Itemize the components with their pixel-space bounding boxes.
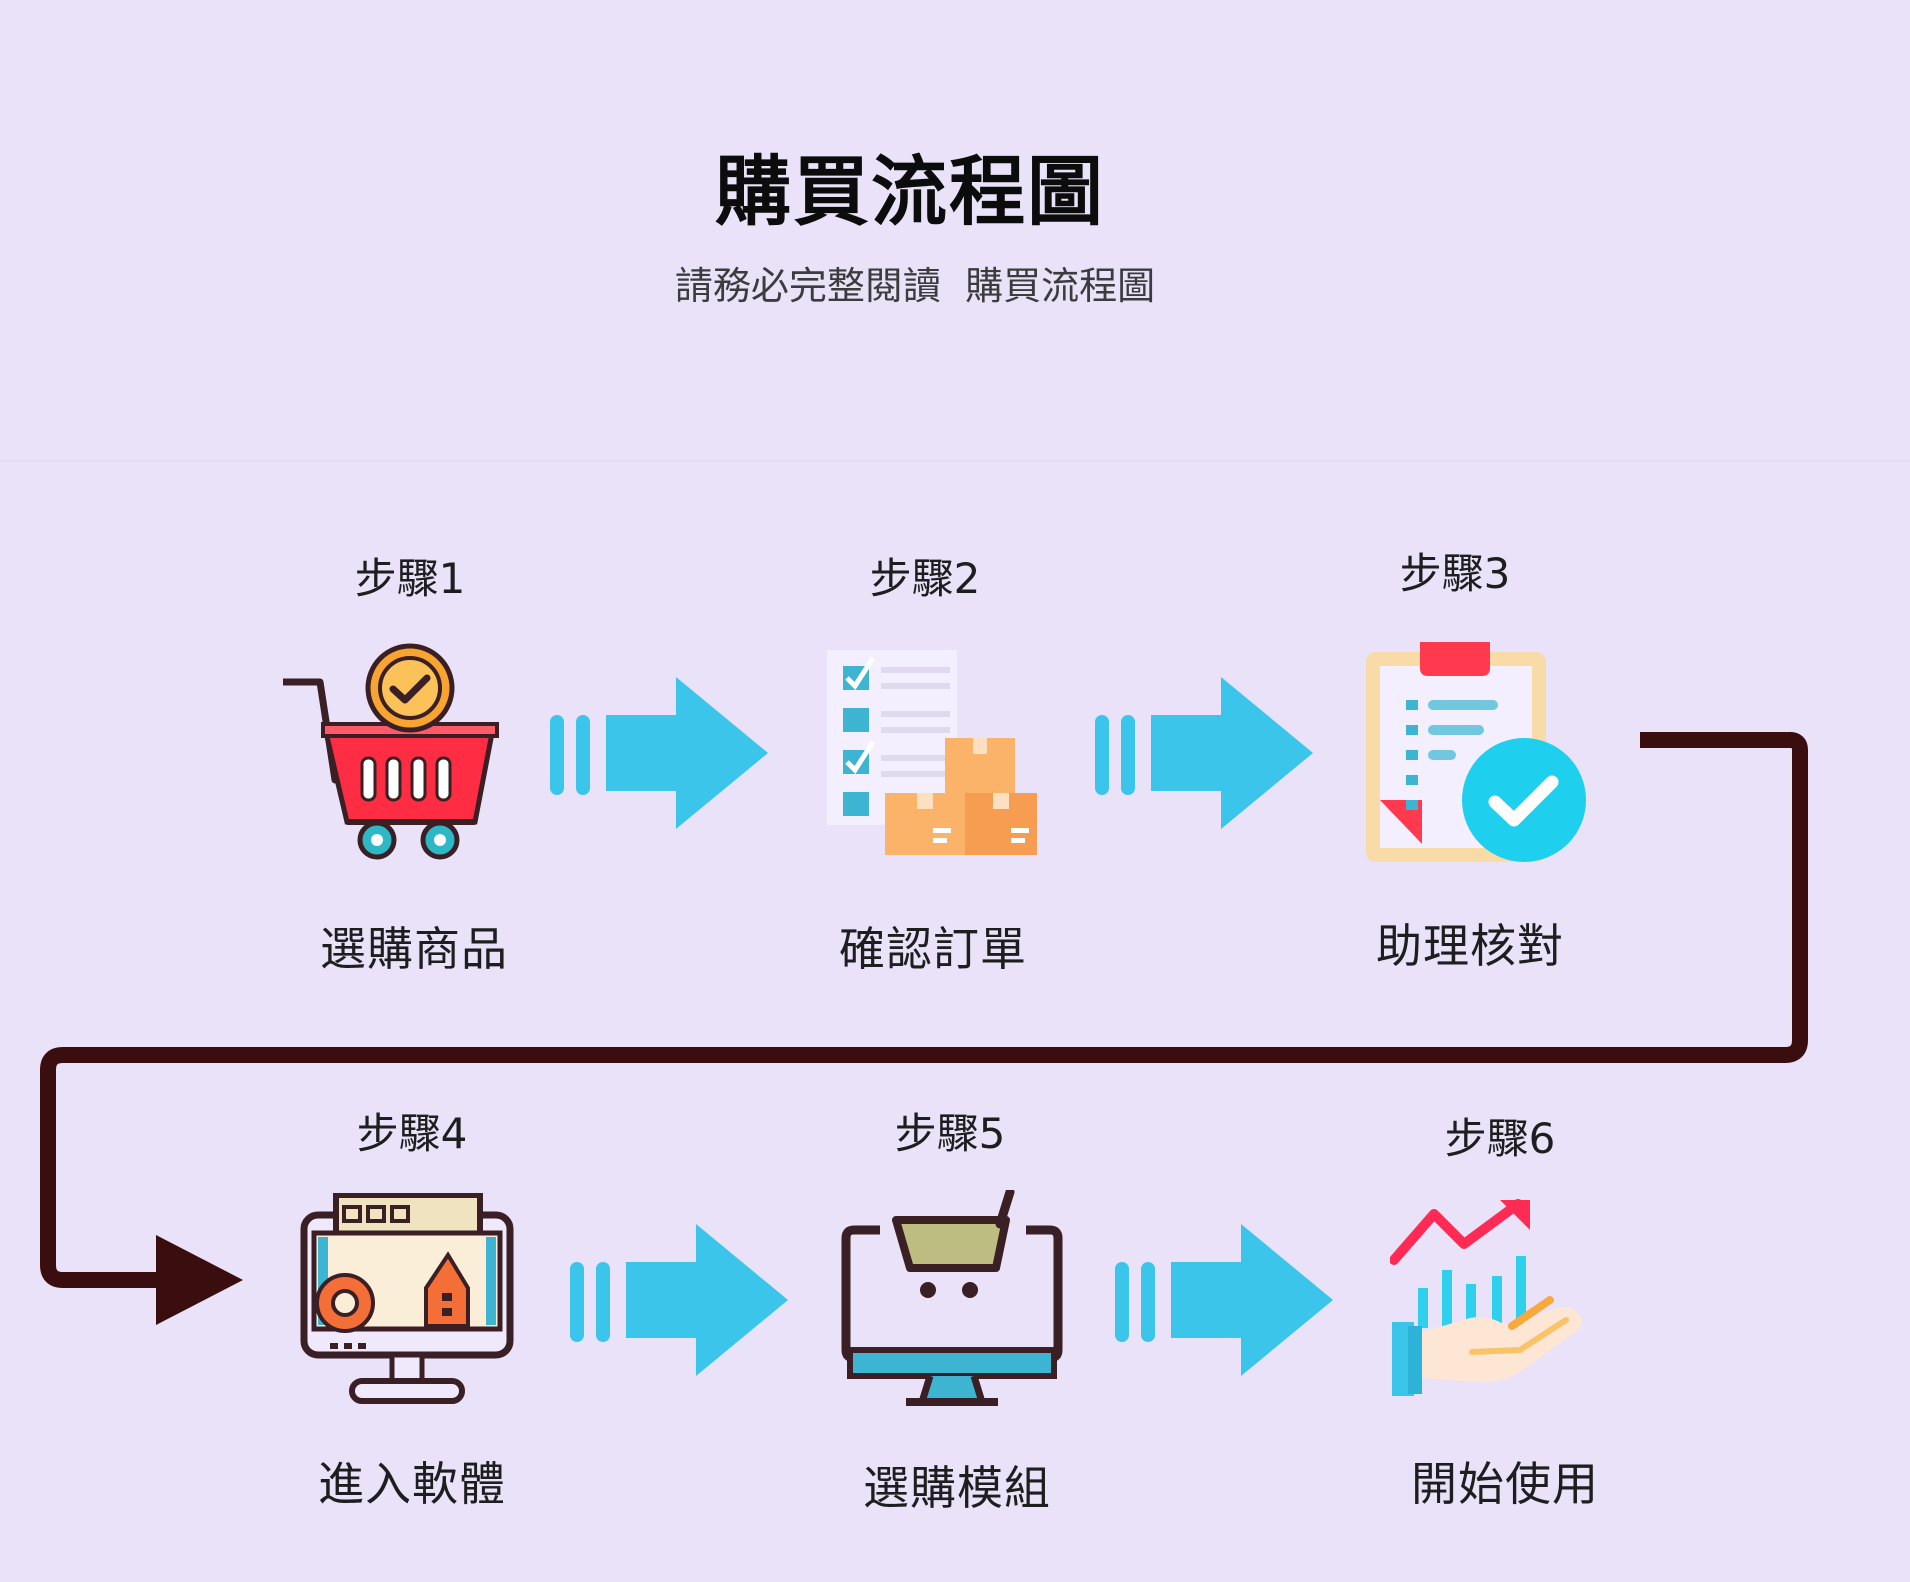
page-title: 購買流程圖 bbox=[715, 147, 1105, 236]
step-2-name: 確認訂單 bbox=[839, 922, 1027, 976]
monitor-cart-icon bbox=[841, 1190, 1063, 1406]
page-subtitle: 請務必完整閱讀 購買流程圖 bbox=[674, 264, 1156, 308]
growth-hand-icon bbox=[1390, 1199, 1582, 1396]
step-1-label: 步驟1 bbox=[354, 554, 466, 603]
step-6-label: 步驟6 bbox=[1444, 1114, 1556, 1163]
step-5-label: 步驟5 bbox=[894, 1109, 1006, 1158]
order-checklist-icon bbox=[827, 650, 1037, 855]
shopping-cart-icon bbox=[283, 643, 499, 860]
flow-arrow-2-3 bbox=[1095, 677, 1313, 829]
clipboard-check-icon bbox=[1366, 642, 1586, 862]
header-band bbox=[0, 0, 1910, 460]
step-3-name: 助理核對 bbox=[1376, 919, 1564, 973]
step-1-name: 選購商品 bbox=[320, 922, 508, 976]
step-3-label: 步驟3 bbox=[1399, 549, 1511, 598]
step-6-name: 開始使用 bbox=[1411, 1457, 1599, 1511]
flow-arrow-1-2 bbox=[550, 677, 768, 829]
connector-arrowhead bbox=[156, 1235, 243, 1325]
step-2-label: 步驟2 bbox=[869, 554, 981, 603]
step-5-name: 選購模組 bbox=[863, 1461, 1051, 1515]
step-4-label: 步驟4 bbox=[356, 1109, 468, 1158]
header-divider bbox=[0, 460, 1910, 462]
step-4-name: 進入軟體 bbox=[318, 1457, 506, 1511]
flow-arrow-4-5 bbox=[570, 1224, 788, 1376]
software-window-icon bbox=[300, 1193, 514, 1404]
flow-arrow-5-6 bbox=[1115, 1224, 1333, 1376]
